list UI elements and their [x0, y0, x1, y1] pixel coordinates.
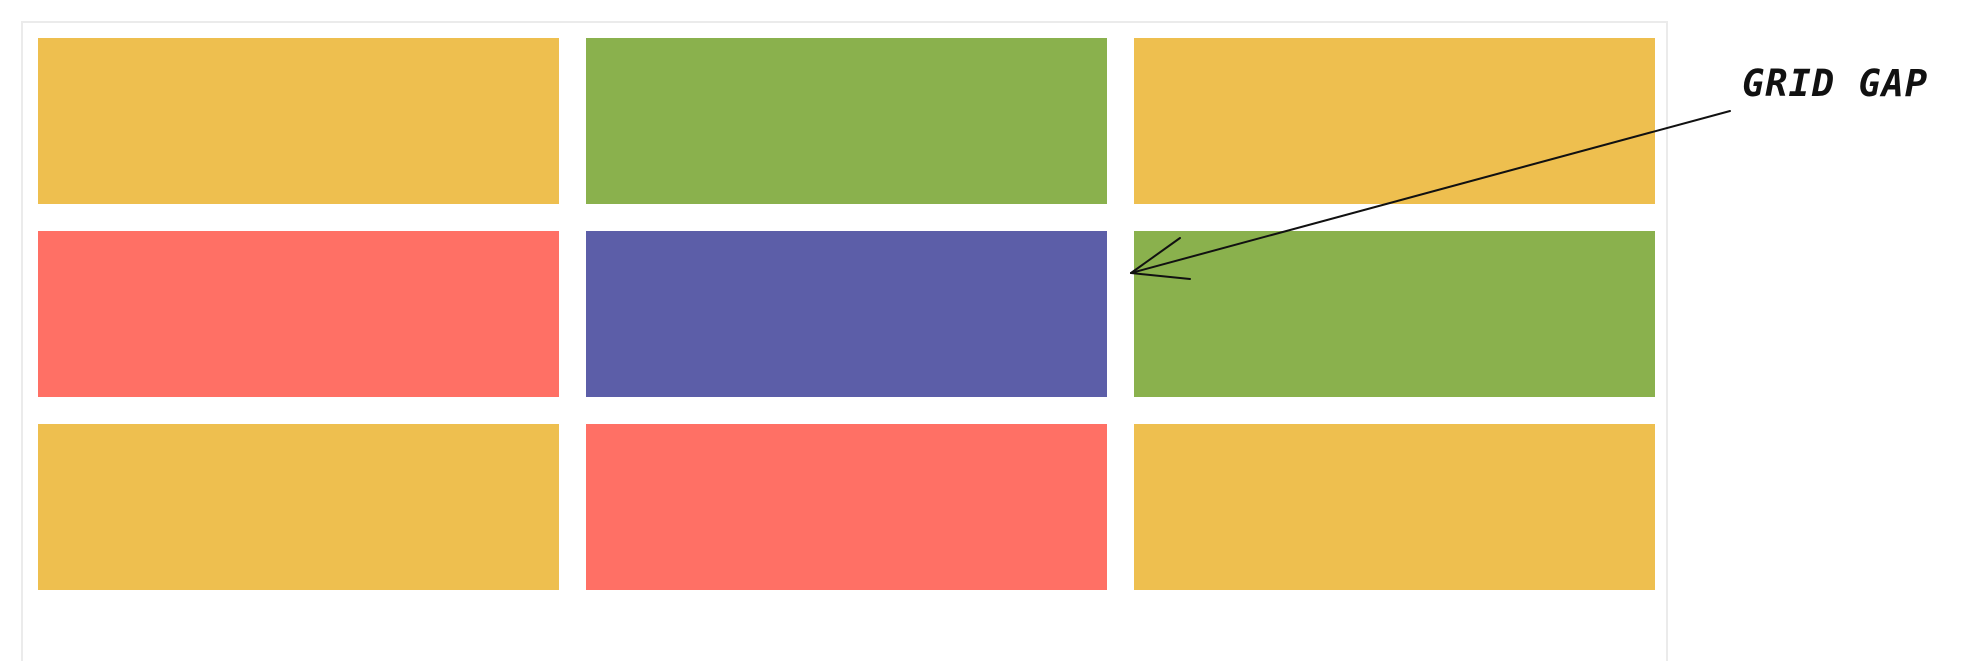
grid-cell — [38, 38, 559, 204]
grid-cell — [586, 424, 1107, 590]
grid-container — [38, 38, 1655, 590]
annotation-label: GRID GAP — [1742, 62, 1929, 105]
grid-cell — [38, 424, 559, 590]
grid-cell — [1134, 231, 1655, 397]
grid-cell — [586, 38, 1107, 204]
grid-cell — [1134, 424, 1655, 590]
grid-cell — [38, 231, 559, 397]
grid-container-frame — [21, 21, 1668, 661]
grid-cell — [1134, 38, 1655, 204]
grid-cell — [586, 231, 1107, 397]
